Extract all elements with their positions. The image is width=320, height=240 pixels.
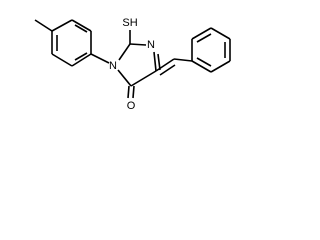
bond-phenyl-6	[191, 60, 212, 73]
tolyl-ring	[51, 19, 92, 67]
phenyl-ring	[191, 27, 231, 73]
bond-tolyl-1	[51, 19, 73, 32]
bond-carbonyl	[127, 85, 130, 99]
bond-c2-n3	[129, 43, 147, 46]
bond-vinyl-phenyl	[173, 58, 193, 62]
bond-methyl	[34, 19, 53, 32]
bond-exocyclic-double	[159, 64, 176, 76]
sulfur-label: SH	[122, 17, 137, 29]
bond-tolyl-inner-a	[74, 24, 88, 33]
bond-n3-c4	[153, 51, 157, 72]
bond-n1-c2	[118, 43, 131, 61]
nitrogen-top-label: N	[147, 39, 155, 51]
bond-phenyl-2	[191, 27, 212, 40]
bond-tolyl-5	[51, 53, 73, 67]
bond-exocyclic	[155, 58, 175, 72]
nitrogen-left-label: N	[109, 60, 117, 72]
bond-c5-n1	[117, 69, 132, 87]
bond-phenyl-inner-c	[196, 57, 212, 67]
oxygen-label: O	[127, 100, 136, 112]
bond-aryl-n	[90, 53, 110, 64]
bond-c4-c5	[130, 70, 157, 87]
chemical-structure: SH N N O	[34, 17, 231, 112]
bond-carbonyl-double	[132, 85, 135, 99]
bond-n3-c4-double	[157, 53, 161, 71]
bond-phenyl-inner-a	[196, 33, 212, 43]
bond-tolyl-2	[71, 19, 92, 32]
bond-tolyl-4	[71, 53, 92, 67]
imidazolone-ring	[117, 43, 161, 87]
bond-tolyl-inner-b	[74, 52, 88, 61]
bond-phenyl-5	[210, 60, 231, 73]
bond-phenyl-3	[210, 27, 231, 40]
